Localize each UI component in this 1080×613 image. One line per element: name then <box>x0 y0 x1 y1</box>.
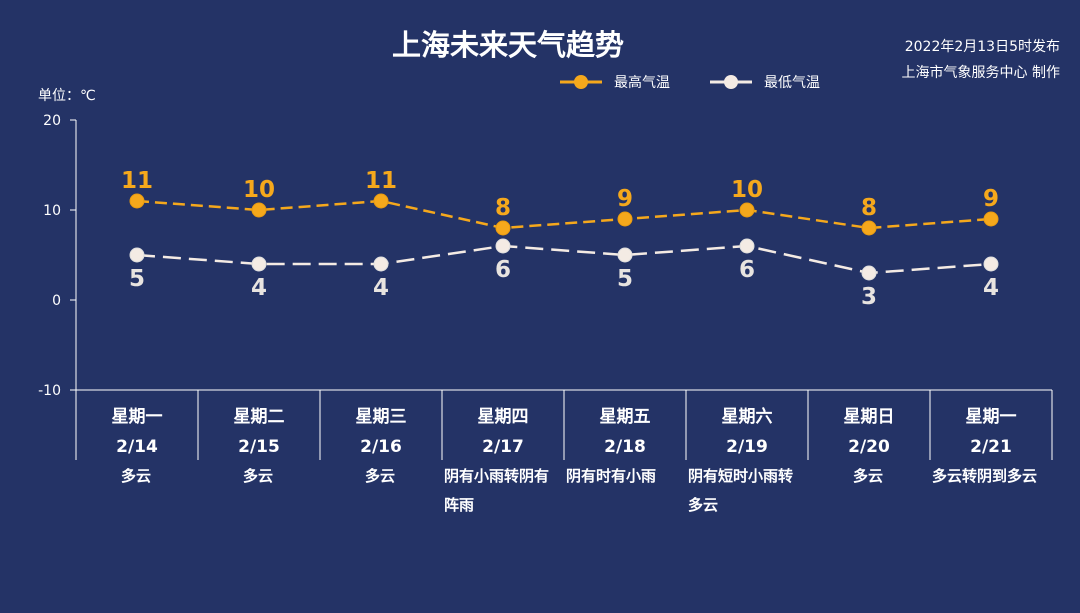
data-point-low <box>739 238 755 254</box>
data-point-low <box>495 238 511 254</box>
data-label-low: 6 <box>739 257 755 283</box>
data-point-high <box>617 211 633 227</box>
weather-description: 多云 <box>243 467 274 485</box>
data-point-high <box>495 220 511 236</box>
y-axis-unit: 单位：℃ <box>38 88 96 104</box>
data-point-high <box>373 193 389 209</box>
data-point-low <box>129 247 145 263</box>
data-label-low: 3 <box>861 284 877 310</box>
weekday-label: 星期五 <box>600 407 651 427</box>
chart-title: 上海未来天气趋势 <box>391 28 624 62</box>
data-label-high: 9 <box>617 186 633 212</box>
data-label-low: 4 <box>251 275 267 301</box>
series-line-low <box>136 244 992 275</box>
weekday-label: 星期一 <box>112 407 163 427</box>
weather-description: 阴有时有小雨 <box>566 467 657 485</box>
data-point-high <box>251 202 267 218</box>
weekday-label: 星期日 <box>844 407 895 427</box>
data-label-low: 4 <box>373 275 389 301</box>
data-label-high: 11 <box>365 168 397 194</box>
data-point-low <box>373 256 389 272</box>
weather-description: 多云 <box>853 467 884 485</box>
date-label: 2/20 <box>848 437 890 457</box>
data-point-low <box>251 256 267 272</box>
producer: 上海市气象服务中心 制作 <box>901 65 1060 81</box>
legend-low-marker-icon <box>710 75 752 89</box>
data-label-high: 8 <box>495 195 511 221</box>
weekday-label: 星期二 <box>234 407 285 427</box>
data-label-low: 5 <box>129 266 145 292</box>
date-label: 2/18 <box>604 437 646 457</box>
date-label: 2/16 <box>360 437 402 457</box>
legend-label-low: 最低气温 <box>764 75 820 91</box>
weekday-label: 星期四 <box>478 407 529 427</box>
legend-item-high[interactable]: 最高气温 <box>560 72 670 92</box>
publish-time: 2022年2月13日5时发布 <box>904 39 1060 55</box>
weekday-label: 星期一 <box>966 407 1017 427</box>
date-label: 2/21 <box>970 437 1012 457</box>
data-label-high: 10 <box>243 177 275 203</box>
publish-info: 2022年2月13日5时发布 上海市气象服务中心 制作 <box>902 34 1060 86</box>
weather-description: 阴有小雨转阴有阵雨 <box>444 467 550 514</box>
legend-label-high: 最高气温 <box>614 75 670 91</box>
data-point-high <box>739 202 755 218</box>
data-point-high <box>983 211 999 227</box>
y-tick-label: -10 <box>38 383 61 399</box>
data-point-high <box>129 193 145 209</box>
data-label-low: 5 <box>617 266 633 292</box>
date-label: 2/17 <box>482 437 524 457</box>
weather-description: 多云转阴到多云 <box>932 467 1038 485</box>
data-label-high: 11 <box>121 168 153 194</box>
data-point-low <box>617 247 633 263</box>
date-label: 2/19 <box>726 437 768 457</box>
data-point-low <box>861 265 877 281</box>
weekday-label: 星期六 <box>722 406 773 427</box>
y-tick-label: 10 <box>43 203 61 219</box>
data-label-high: 8 <box>861 195 877 221</box>
y-tick-label: 20 <box>43 113 61 129</box>
data-label-low: 6 <box>495 257 511 283</box>
date-label: 2/14 <box>116 437 158 457</box>
data-point-low <box>983 256 999 272</box>
date-label: 2/15 <box>238 437 280 457</box>
data-label-low: 4 <box>983 275 999 301</box>
weather-description: 阴有短时小雨转多云 <box>688 467 794 514</box>
data-label-high: 9 <box>983 186 999 212</box>
weather-description: 多云 <box>365 467 396 485</box>
data-point-high <box>861 220 877 236</box>
weekday-label: 星期三 <box>356 407 407 427</box>
y-tick-label: 0 <box>52 293 61 309</box>
legend-high-marker-icon <box>560 75 602 89</box>
weather-description: 多云 <box>121 467 152 485</box>
legend-item-low[interactable]: 最低气温 <box>710 72 820 92</box>
data-label-high: 10 <box>731 177 763 203</box>
